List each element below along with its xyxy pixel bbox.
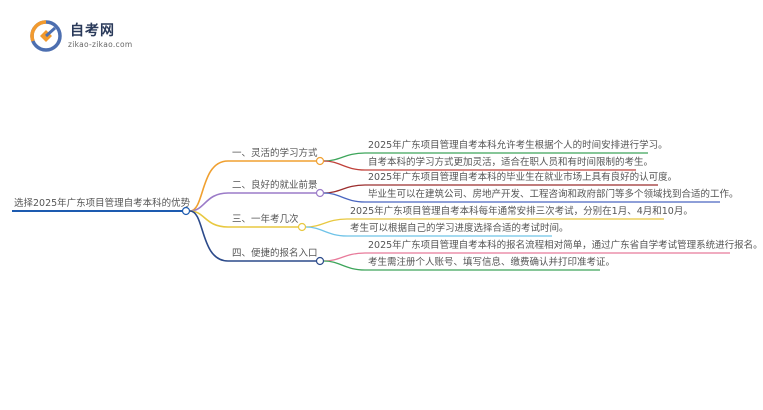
leaf-text: 2025年广东项目管理自考本科每年通常安排三次考试，分别在1月、4月和10月。 <box>350 206 693 217</box>
connector-leaf-3-1 <box>305 218 348 228</box>
site-logo[interactable]: 自考网 zikao-zikao.com <box>30 18 150 52</box>
branch-3-dot <box>297 222 307 232</box>
leaf-text: 2025年广东项目管理自考本科允许考生根据个人的时间安排进行学习。 <box>368 140 668 151</box>
connector-branch-1 <box>189 160 229 212</box>
branch-1-dot <box>315 156 325 166</box>
mindmap-root: 选择2025年广东项目管理自考本科的优势 <box>14 198 191 209</box>
connector-leaf-4-2 <box>323 260 366 271</box>
logo-mark-icon <box>30 20 62 52</box>
connector-leaf-2-2 <box>323 192 366 203</box>
leaf-text: 自考本科的学习方式更加灵活，适合在职人员和有时间限制的考生。 <box>368 157 654 168</box>
branch-employment: 二、良好的就业前景 <box>232 180 318 191</box>
branch-exam-times: 三、一年考几次 <box>232 214 299 225</box>
connector-branch-4 <box>189 210 229 262</box>
connector-leaf-1-1 <box>323 152 366 162</box>
connector-leaf-1-2 <box>323 160 366 171</box>
root-node-dot <box>181 206 191 216</box>
branch-2-dot <box>315 188 325 198</box>
connector-branch-2 <box>189 192 229 212</box>
connector-leaf-4-1 <box>323 252 366 262</box>
branch-flexible-learning: 一、灵活的学习方式 <box>232 148 318 159</box>
branch-registration: 四、便捷的报名入口 <box>232 248 318 259</box>
leaf-text: 毕业生可以在建筑公司、房地产开发、工程咨询和政府部门等多个领域找到合适的工作。 <box>368 189 739 200</box>
branch-4-dot <box>315 256 325 266</box>
leaf-text: 考生可以根据自己的学习进度选择合适的考试时间。 <box>350 223 569 234</box>
leaf-text: 2025年广东项目管理自考本科的报名流程相对简单，通过广东省自学考试管理系统进行… <box>368 240 763 251</box>
connector-leaf-2-1 <box>323 184 366 194</box>
logo-subtitle: zikao-zikao.com <box>68 40 133 49</box>
leaf-text: 考生需注册个人账号、填写信息、缴费确认并打印准考证。 <box>368 257 616 268</box>
logo-title: 自考网 <box>70 23 115 39</box>
leaf-text: 2025年广东项目管理自考本科的毕业生在就业市场上具有良好的认可度。 <box>368 172 678 183</box>
connector-leaf-3-2 <box>305 226 348 237</box>
